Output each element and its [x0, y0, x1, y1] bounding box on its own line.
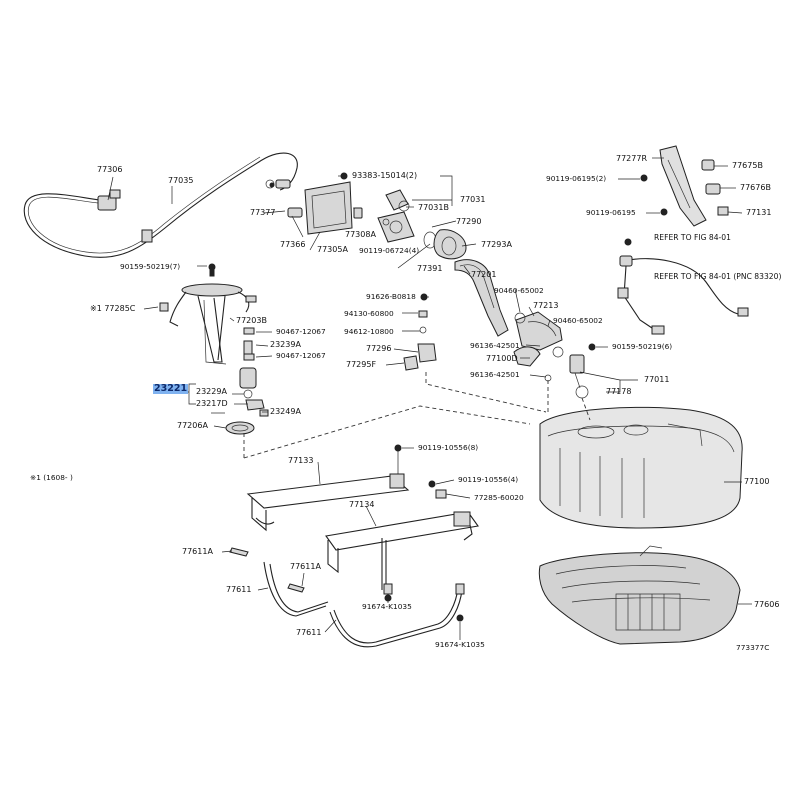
fuel-tank-77100	[539, 406, 743, 529]
part-label-77391: 77391	[417, 264, 443, 273]
part-label-77308a: 77308A	[345, 230, 376, 239]
part-label-77296: 77296	[366, 344, 392, 353]
part-label-96136-b: 96136-42501	[470, 370, 520, 379]
part-label-91674-a: 91674-K1035	[362, 602, 412, 611]
part-label-77611a-1: 77611A	[182, 547, 213, 556]
tank-bands	[229, 444, 479, 648]
part-label-93383: 93383-15014(2)	[352, 171, 418, 180]
part-label-77100: 77100	[744, 477, 770, 486]
protector-77606	[538, 545, 741, 645]
part-label-77377: 77377	[250, 208, 276, 217]
part-label-77675b: 77675B	[732, 161, 763, 170]
center-fasteners	[403, 293, 437, 371]
part-label-77285-60020: 77285-60020	[474, 493, 524, 502]
part-label-77100d: 77100D	[486, 354, 518, 363]
part-label-90119-10556-4: 90119-10556(4)	[458, 475, 519, 484]
part-label-77285c: ※1 77285C	[90, 304, 136, 313]
part-label-94130: 94130-60800	[344, 309, 394, 318]
part-label-23239a: 23239A	[270, 340, 301, 349]
part-label-96136-a: 96136-42501	[470, 341, 520, 350]
part-label-77366: 77366	[280, 240, 306, 249]
part-label-77305a: 77305A	[317, 245, 348, 254]
part-label-77178: 77178	[606, 387, 632, 396]
part-label-91674-b: 91674-K1035	[435, 640, 485, 649]
part-label-90460-65002-a: 90460-65002	[494, 286, 544, 295]
part-label-90119-06724: 90119-06724(4)	[359, 246, 420, 255]
part-label-94612: 94612-10800	[344, 327, 394, 336]
part-label-90119-10556-8: 90119-10556(8)	[418, 443, 479, 452]
part-label-90467-b: 90467-12067	[276, 351, 326, 360]
part-label-77611-1: 77611	[226, 585, 252, 594]
part-label-90159-50219-7: 90159-50219(7)	[120, 262, 181, 271]
part-label-77290: 77290	[456, 217, 482, 226]
part-label-77206a: 77206A	[177, 421, 208, 430]
part-label-77203b: 77203B	[236, 316, 267, 325]
part-label-77133: 77133	[288, 456, 314, 465]
part-label-77213: 77213	[533, 301, 559, 310]
part-label-77611a-2: 77611A	[290, 562, 321, 571]
part-label-77277r: 77277R	[616, 154, 648, 163]
illustration-code: 773377C	[736, 643, 770, 652]
part-label-77134: 77134	[349, 500, 375, 509]
fuel-lid-bracket-77277r	[640, 145, 729, 227]
part-label-77606: 77606	[754, 600, 780, 609]
part-label-77035: 77035	[168, 176, 194, 185]
part-label-90460-65002-b: 90460-65002	[553, 316, 603, 325]
part-label-77011: 77011	[644, 375, 670, 384]
opener-cable-77035	[23, 152, 298, 258]
refer-note-2: REFER TO FIG 84-01 (PNC 83320)	[654, 272, 782, 281]
leader-lines	[107, 157, 752, 640]
refer-note-1: REFER TO FIG 84-01	[654, 233, 731, 242]
part-label-23229a: 23229A	[196, 387, 227, 396]
part-label-91626: 91626-B0818	[366, 292, 416, 301]
part-label-23249a: 23249A	[270, 407, 301, 416]
wiring-harness	[588, 238, 749, 351]
part-label-90467-a: 90467-12067	[276, 327, 326, 336]
part-label-77293a: 77293A	[481, 240, 512, 249]
part-label-77131: 77131	[746, 208, 772, 217]
part-label-77676b: 77676B	[740, 183, 771, 192]
part-label-77031b: 77031B	[418, 203, 449, 212]
fuel-pump-assembly	[159, 263, 269, 435]
part-label-77201: 77201	[471, 270, 497, 279]
part-label-77295f: 77295F	[346, 360, 377, 369]
part-label-77611-2: 77611	[296, 628, 322, 637]
part-label-90159-50219-6: 90159-50219(6)	[612, 342, 673, 351]
part-label-23221-highlighted[interactable]: 23221	[153, 383, 189, 394]
footnote: ※1 (1608- )	[30, 473, 73, 482]
part-label-77306: 77306	[97, 165, 123, 174]
part-label-90119-06195-2: 90119-06195(2)	[546, 174, 607, 183]
filler-neck-assembly	[377, 189, 589, 399]
part-label-77031: 77031	[460, 195, 486, 204]
part-label-90119-06195: 90119-06195	[586, 208, 636, 217]
part-label-23217d: 23217D	[196, 399, 228, 408]
